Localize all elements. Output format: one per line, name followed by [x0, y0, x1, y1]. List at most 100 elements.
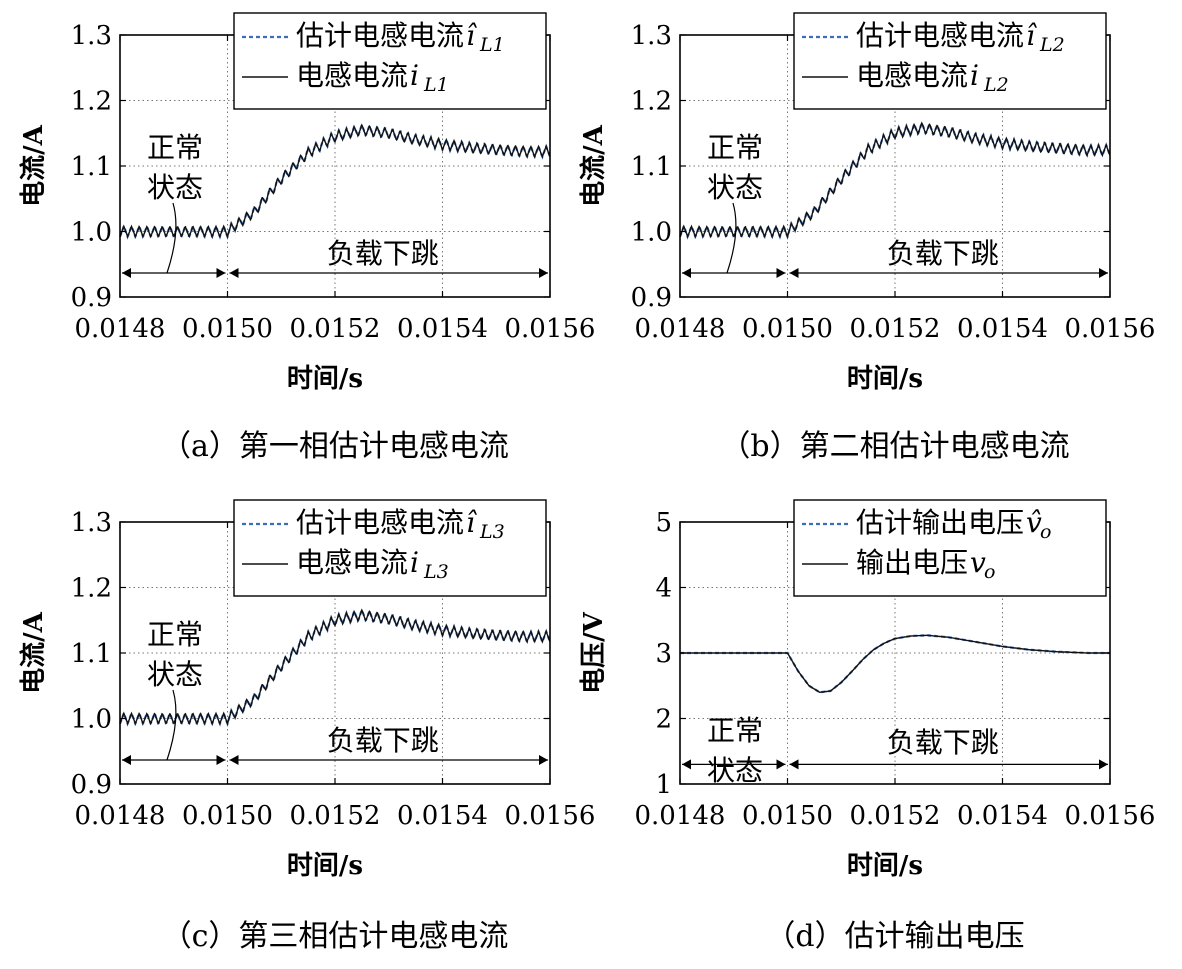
legend-symbol: î — [466, 19, 477, 52]
arrow-head — [789, 759, 799, 770]
legend-subscript: L1 — [479, 34, 505, 56]
legend-label: 估计输出电压 — [856, 506, 1024, 539]
y-axis-label: 电流/A — [19, 124, 49, 206]
legend-subscript: o — [984, 561, 995, 583]
y-tick-label: 1.3 — [71, 508, 112, 538]
legend-box — [233, 12, 547, 110]
x-tick-label: 0.0154 — [957, 314, 1048, 344]
x-tick-label: 0.0148 — [635, 801, 726, 831]
load-step-label: 负载下跳 — [887, 237, 999, 270]
series-line-actual — [680, 634, 1110, 694]
normal-state-label: 正常 — [147, 618, 203, 651]
arrow-head — [539, 268, 548, 278]
caption: （c）第三相估计电感电流 — [162, 919, 509, 954]
legend-symbol: v — [970, 546, 986, 579]
x-tick-label: 0.0156 — [1065, 314, 1156, 344]
y-tick-label: 1 — [655, 770, 672, 800]
legend-label: 估计电感电流 — [856, 19, 1024, 52]
y-tick-label: 4 — [655, 574, 672, 604]
y-tick-label: 1.0 — [631, 218, 672, 248]
arrow-head — [776, 268, 786, 278]
arrow-head — [229, 268, 239, 278]
legend-symbol: i — [970, 59, 979, 92]
normal-state-label: 正常 — [707, 714, 763, 747]
x-axis-label: 时间/s — [847, 851, 923, 881]
x-tick-label: 0.0150 — [742, 801, 833, 831]
x-tick-label: 0.0156 — [505, 801, 596, 831]
arrow-head — [682, 759, 691, 770]
arrow-head — [789, 268, 799, 278]
x-tick-label: 0.0148 — [75, 314, 166, 344]
y-tick-label: 1.1 — [71, 639, 112, 669]
normal-state-label: 正常 — [147, 131, 203, 164]
y-axis-label: 电压/V — [579, 611, 609, 693]
legend-label: 电感电流 — [296, 59, 408, 92]
y-tick-label: 1.2 — [71, 574, 112, 604]
arrow-head — [539, 755, 548, 765]
x-tick-label: 0.0152 — [290, 314, 381, 344]
legend-symbol: i — [410, 546, 419, 579]
y-tick-label: 1.2 — [631, 87, 672, 117]
y-tick-label: 0.9 — [631, 283, 672, 313]
arrow-head — [122, 268, 131, 278]
arrow-head — [216, 268, 226, 278]
legend-subscript: L2 — [1039, 34, 1065, 56]
legend-label: 输出电压 — [856, 546, 968, 579]
y-tick-label: 0.9 — [71, 283, 112, 313]
normal-state-label: 正常 — [707, 131, 763, 164]
load-step-label: 负载下跳 — [327, 724, 439, 757]
series-line-actual — [679, 121, 1111, 239]
series-line-actual — [119, 123, 551, 239]
x-tick-label: 0.0148 — [635, 314, 726, 344]
arrow-head — [122, 755, 131, 765]
legend-label: 电感电流 — [296, 546, 408, 579]
arrow-head — [216, 755, 226, 765]
x-tick-label: 0.0154 — [397, 801, 488, 831]
series-line-actual — [119, 608, 551, 726]
y-tick-label: 2 — [655, 705, 672, 735]
legend-symbol: î — [466, 506, 477, 539]
legend-label: 电感电流 — [856, 59, 968, 92]
legend-symbol: î — [1026, 19, 1037, 52]
x-tick-label: 0.0154 — [957, 801, 1048, 831]
x-tick-label: 0.0150 — [182, 801, 273, 831]
y-tick-label: 1.1 — [71, 152, 112, 182]
caption: （a）第一相估计电感电流 — [161, 429, 509, 464]
load-step-label: 负载下跳 — [887, 726, 999, 759]
y-tick-label: 0.9 — [71, 770, 112, 800]
normal-state-label: 状态 — [147, 171, 203, 204]
arrow-head — [776, 759, 786, 770]
legend-label: 估计电感电流 — [296, 506, 464, 539]
legend-subscript: o — [1040, 521, 1051, 543]
legend-symbol: v̂ — [1026, 506, 1042, 539]
arrow-head — [1099, 268, 1108, 278]
x-tick-label: 0.0152 — [290, 801, 381, 831]
annotation-leader — [166, 689, 177, 761]
x-tick-label: 0.0148 — [75, 801, 166, 831]
annotation-leader — [726, 202, 737, 274]
arrow-head — [229, 755, 239, 765]
y-tick-label: 1.2 — [71, 87, 112, 117]
legend-subscript: L1 — [423, 74, 449, 96]
legend-box — [793, 499, 1107, 597]
normal-state-label: 状态 — [707, 754, 763, 787]
arrow-head — [1099, 759, 1108, 770]
x-axis-label: 时间/s — [287, 851, 363, 881]
annotation-leader — [166, 202, 177, 274]
y-tick-label: 1.1 — [631, 152, 672, 182]
x-tick-label: 0.0150 — [742, 314, 833, 344]
legend-box — [793, 12, 1107, 110]
caption: （d）估计输出电压 — [765, 919, 1024, 954]
x-tick-label: 0.0156 — [1065, 801, 1156, 831]
y-axis-label: 电流/A — [579, 124, 609, 206]
y-tick-label: 1.3 — [631, 21, 672, 51]
y-tick-label: 1.3 — [71, 21, 112, 51]
x-axis-label: 时间/s — [287, 364, 363, 394]
legend-symbol: i — [410, 59, 419, 92]
arrow-head — [682, 268, 691, 278]
